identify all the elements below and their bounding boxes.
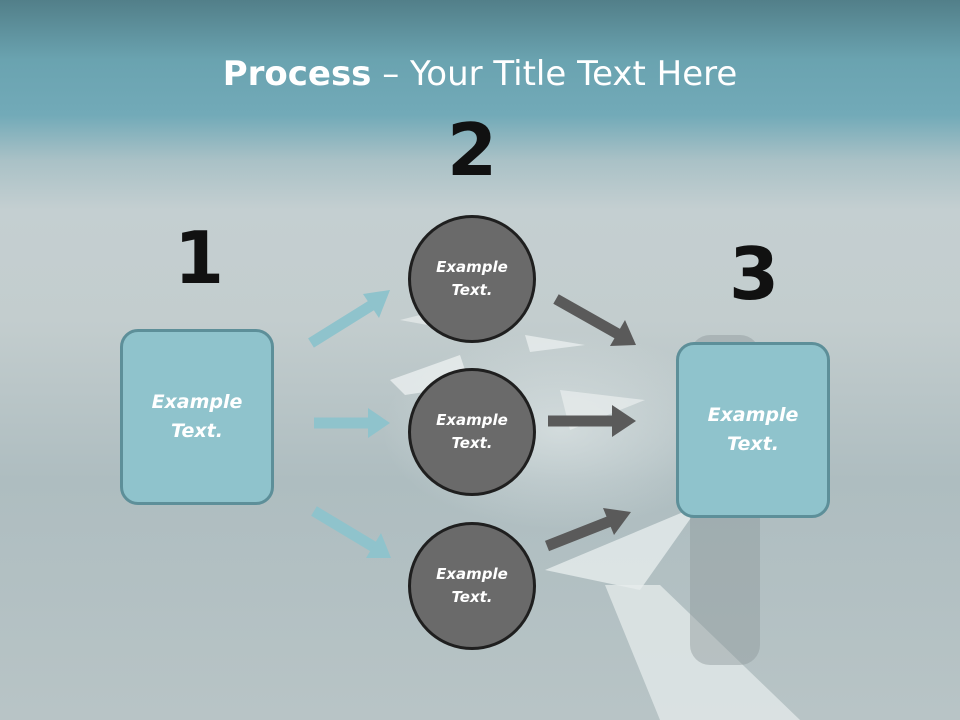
step-number-3: 3 bbox=[728, 232, 780, 316]
title-bold: Process bbox=[222, 54, 372, 94]
dark-arrow-down bbox=[553, 294, 636, 346]
step-circle-middle-text: Example Text. bbox=[436, 411, 508, 452]
step-box-1[interactable]: Example Text. bbox=[120, 329, 274, 505]
bg-arrow-small-3 bbox=[525, 335, 585, 352]
bg-road-arrow-head bbox=[545, 505, 700, 590]
step-circle-top-text: Example Text. bbox=[436, 258, 508, 299]
step-number-2: 2 bbox=[446, 108, 498, 192]
light-arrow-right bbox=[314, 408, 390, 438]
step-box-3[interactable]: Example Text. bbox=[676, 342, 830, 518]
step-number-1: 1 bbox=[173, 216, 225, 300]
light-arrow-up bbox=[308, 290, 390, 348]
light-arrow-down bbox=[311, 506, 391, 558]
bg-road-arrow-large bbox=[605, 585, 800, 720]
step-circle-middle[interactable]: Example Text. bbox=[408, 368, 536, 496]
step-box-3-text: Example Text. bbox=[707, 404, 799, 455]
step-circle-top[interactable]: Example Text. bbox=[408, 215, 536, 343]
step-circle-bottom[interactable]: Example Text. bbox=[408, 522, 536, 650]
title-rest: – Your Title Text Here bbox=[371, 54, 738, 94]
dark-arrow-right bbox=[548, 405, 636, 437]
step-box-1-text: Example Text. bbox=[151, 391, 243, 442]
dark-arrow-up bbox=[544, 508, 631, 552]
step-circle-bottom-text: Example Text. bbox=[436, 565, 508, 606]
page-title: Process – Your Title Text Here bbox=[0, 52, 960, 96]
